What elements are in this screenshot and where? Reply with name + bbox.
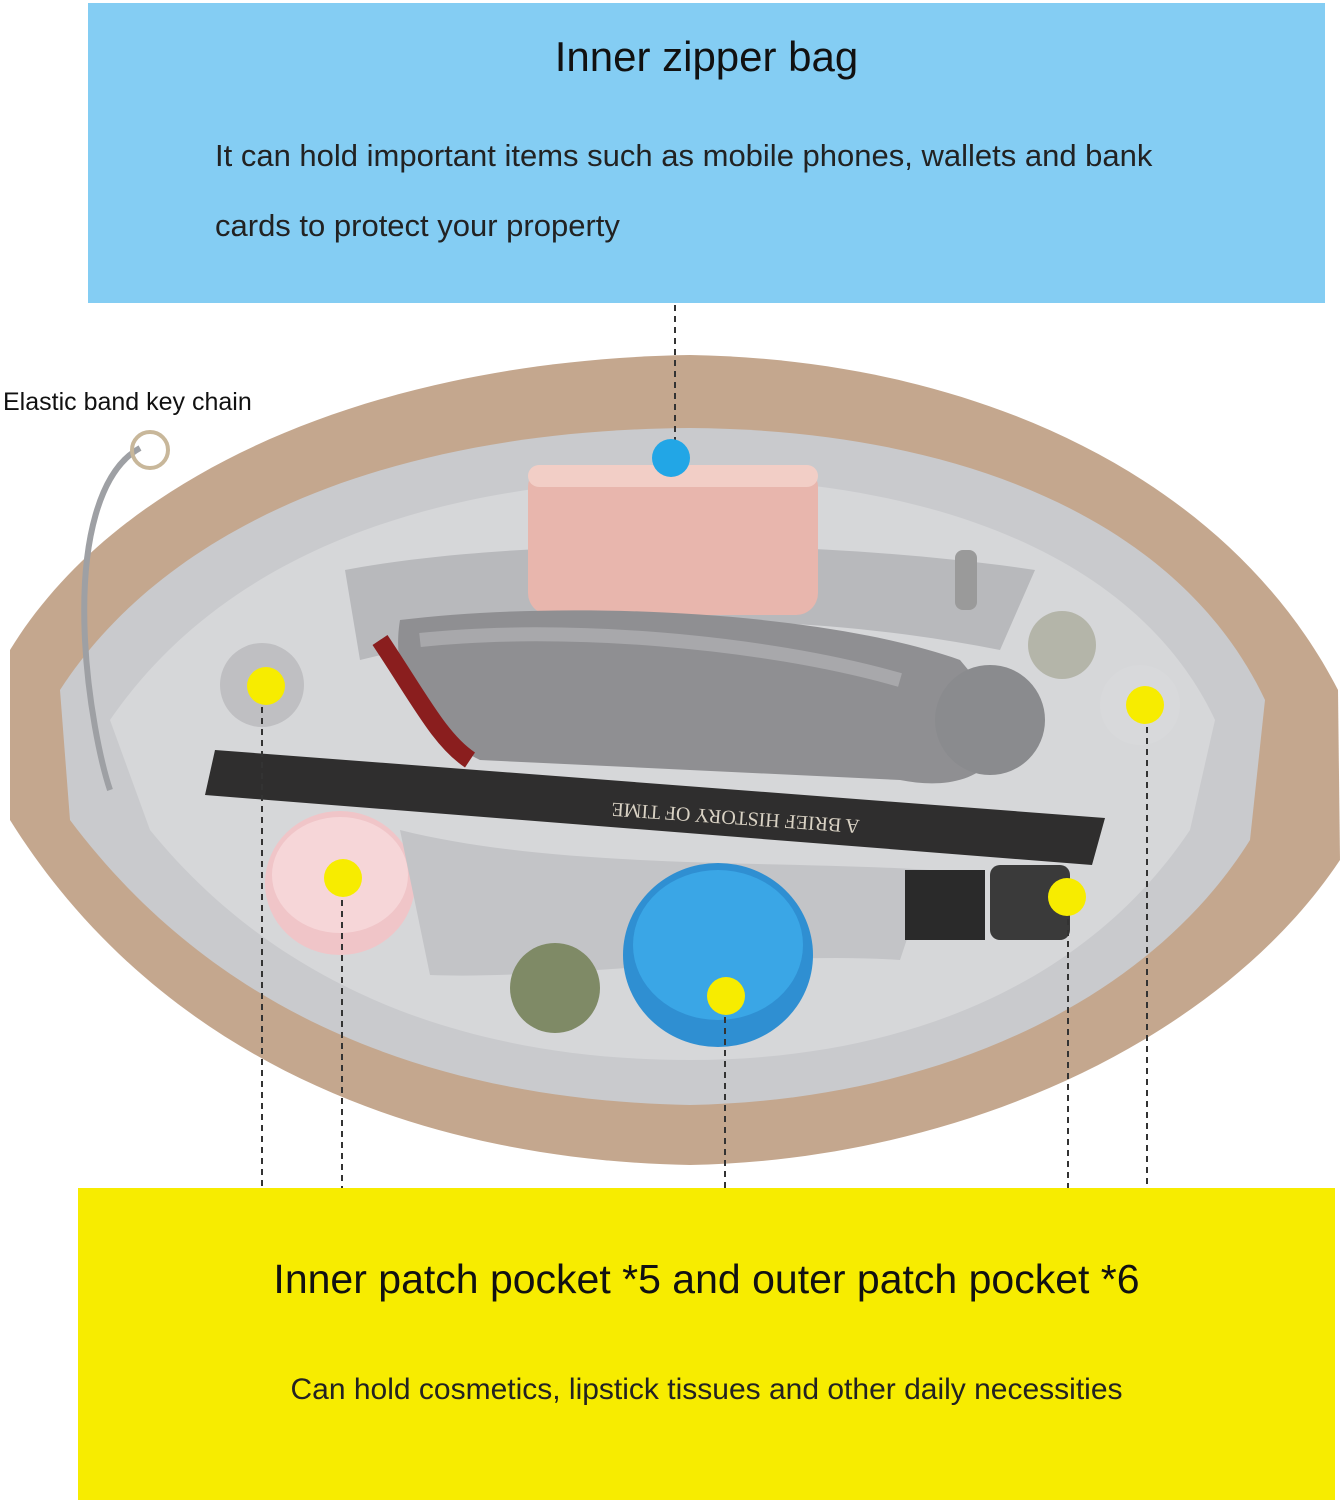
yellow-marker-dot (247, 667, 285, 705)
inner-zipper-bag-banner: Inner zipper bag It can hold important i… (88, 3, 1325, 303)
yellow-marker-dot (1126, 686, 1164, 724)
yellow-marker-dot (707, 977, 745, 1015)
phone (528, 465, 818, 615)
book (205, 750, 1105, 865)
umbrella (398, 610, 1010, 784)
elastic-keychain-label: Elastic band key chain (3, 388, 252, 416)
patch-pocket-banner: Inner patch pocket *5 and outer patch po… (78, 1188, 1335, 1500)
inner-zipper-bag-title: Inner zipper bag (554, 33, 859, 80)
yellow-marker-dot (324, 859, 362, 897)
zipper-pull (955, 550, 977, 610)
yellow-marker-dot (1048, 878, 1086, 916)
inner-zipper-bag-description: It can hold important items such as mobi… (215, 138, 1153, 243)
blue-marker-dot (652, 439, 690, 477)
elastic-keychain (81, 445, 142, 791)
patch-pocket-description: Can hold cosmetics, lipstick tissues and… (290, 1373, 1123, 1406)
patch-pocket-title: Inner patch pocket *5 and outer patch po… (273, 1256, 1140, 1302)
